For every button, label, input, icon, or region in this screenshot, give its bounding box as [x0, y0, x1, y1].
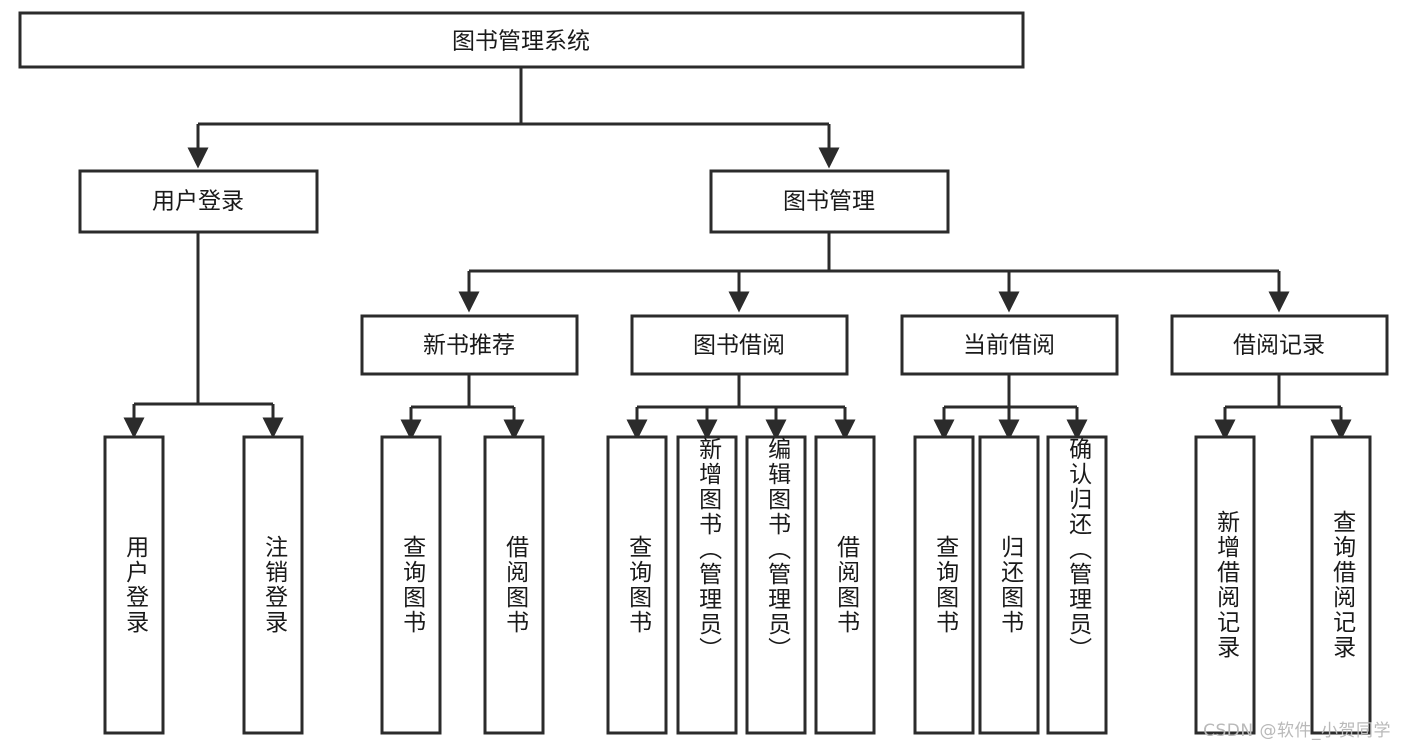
node-box-book-borrow[interactable]	[630, 314, 849, 376]
node-box-leaf-borrow-book-recommend[interactable]	[483, 435, 545, 735]
node-box-book-management[interactable]	[709, 169, 950, 234]
node-label-root: 图书管理系统	[452, 29, 590, 55]
node-label-current-borrow: 当前借阅	[963, 333, 1055, 359]
node-box-borrow-record[interactable]	[1170, 314, 1389, 376]
node-box-leaf-edit-book-admin[interactable]	[745, 435, 807, 735]
node-box-leaf-confirm-return-admin[interactable]	[1046, 435, 1108, 735]
node-box-leaf-logout[interactable]	[242, 435, 304, 735]
node-box-new-book-recommend[interactable]	[360, 314, 579, 376]
node-label-book-management: 图书管理	[783, 189, 875, 215]
node-label-borrow-record: 借阅记录	[1233, 333, 1325, 359]
node-label-book-borrow: 图书借阅	[693, 333, 785, 359]
node-box-leaf-query-book-current[interactable]	[913, 435, 975, 735]
node-box-root[interactable]	[18, 11, 1025, 69]
node-box-leaf-borrow-book[interactable]	[814, 435, 876, 735]
node-box-leaf-user-login[interactable]	[103, 435, 165, 735]
node-label-new-book-recommend: 新书推荐	[423, 333, 515, 359]
node-box-current-borrow[interactable]	[900, 314, 1119, 376]
node-box-leaf-add-borrow-record[interactable]	[1194, 435, 1256, 735]
node-box-leaf-query-book-recommend[interactable]	[380, 435, 442, 735]
node-box-leaf-query-borrow-record[interactable]	[1310, 435, 1372, 735]
node-label-user-login: 用户登录	[152, 189, 244, 215]
node-box-leaf-return-book[interactable]	[978, 435, 1040, 735]
node-box-leaf-query-book-borrow[interactable]	[606, 435, 668, 735]
node-box-leaf-add-book-admin[interactable]	[676, 435, 738, 735]
